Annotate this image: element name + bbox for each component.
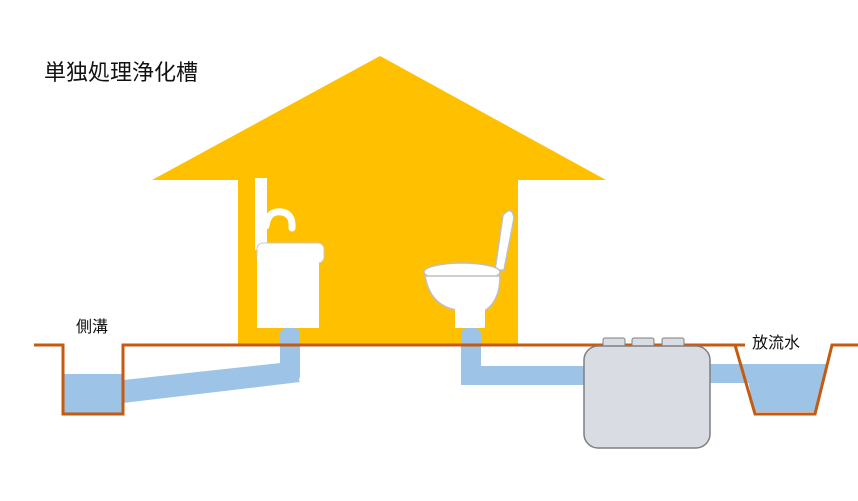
side-ditch-label: 側溝 (76, 317, 108, 336)
ground-line (34, 343, 858, 416)
tank-body (583, 345, 711, 449)
toilet-seat-lid (494, 209, 515, 271)
pipe-to-tank (461, 366, 585, 385)
sink (255, 178, 325, 328)
sink-cabinet (257, 256, 319, 328)
house (152, 56, 606, 346)
discharge-basin-water (745, 364, 828, 412)
ground-and-side-ditch (34, 343, 745, 416)
house-roof (152, 56, 606, 180)
sink-backsplash (255, 178, 267, 250)
toilet (423, 209, 515, 328)
toilet-bowl (424, 275, 501, 311)
diagram-title: 単独処理浄化槽 (44, 61, 198, 86)
drain-pipe-to-ditch (123, 362, 300, 403)
water-flow (63, 328, 828, 414)
discharge-water-label: 放流水 (752, 333, 800, 352)
toilet-pedestal (455, 306, 485, 328)
septic-tank (583, 337, 711, 449)
side-ditch-water (63, 374, 123, 414)
discharge-basin-outline (733, 343, 858, 416)
faucet-icon (262, 208, 296, 232)
